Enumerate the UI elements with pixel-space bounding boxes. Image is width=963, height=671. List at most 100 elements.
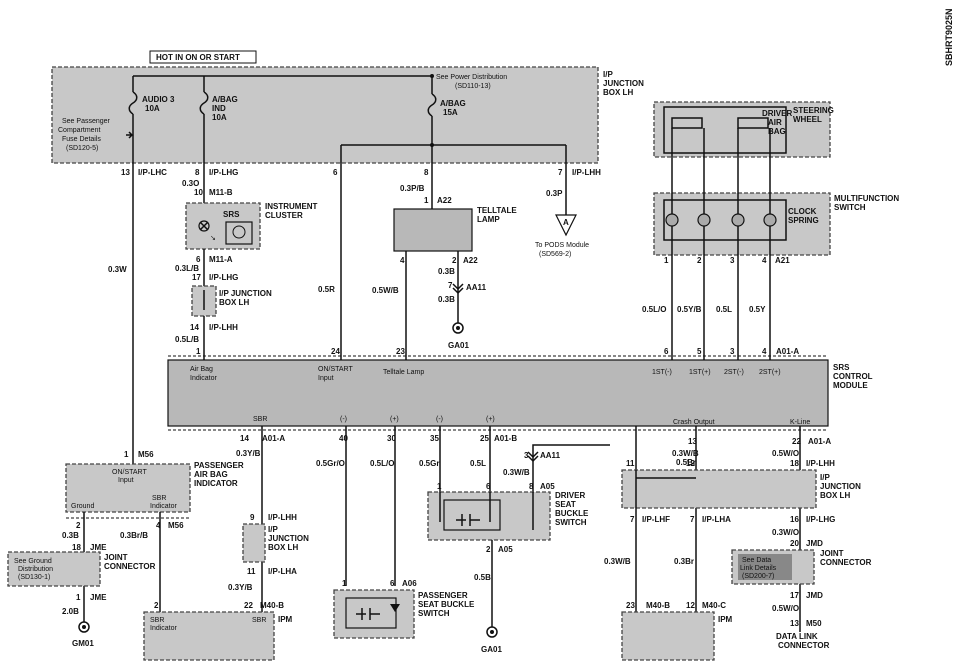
pabi-line3: INDICATOR xyxy=(194,479,238,488)
conn-a22: A22 xyxy=(437,196,452,205)
srs-airbag-ind: Air Bag xyxy=(190,366,213,373)
bwire-05gr: 0.5Gr xyxy=(419,459,439,468)
dab-line2: AIR xyxy=(768,118,782,127)
ipjb-r-pin7b: 7 xyxy=(690,515,695,524)
lha11-pin: 11 xyxy=(247,567,256,576)
pabi-input: Input xyxy=(118,477,134,484)
srs-telltale: Telltale Lamp xyxy=(383,369,424,376)
srs-pin23: 23 xyxy=(396,347,405,356)
jme-pin1: 1 xyxy=(76,593,81,602)
jme-wire-03b: 0.3B xyxy=(62,531,79,540)
lhh9-pin: 9 xyxy=(250,513,255,522)
jc-ground1: See Ground xyxy=(14,558,52,565)
ipm-left-ind: Indicator xyxy=(150,625,178,632)
pin-13: 13 xyxy=(121,168,130,177)
ipjb-lhh-box xyxy=(242,523,266,563)
bpin-35: 35 xyxy=(430,434,439,443)
driver-line4: SWITCH xyxy=(555,518,587,527)
srs-onstart: ON/START xyxy=(318,366,353,373)
bpin-25: 25 xyxy=(480,434,489,443)
driver-conn-a05b: A05 xyxy=(498,545,513,554)
pin-1-a22: 1 xyxy=(424,196,429,205)
driver-aa11: AA11 xyxy=(540,451,561,460)
pin-10: 10 xyxy=(194,188,203,197)
driver-line1: DRIVER xyxy=(555,491,585,500)
ground-ga01-top: GA01 xyxy=(448,341,469,350)
ipm-r-label: IPM xyxy=(718,615,733,624)
fuse-audio-name: AUDIO 3 xyxy=(142,95,175,104)
jme-pin18: 18 xyxy=(72,543,81,552)
conn-iplhh-top: I/P-LHH xyxy=(572,168,601,177)
bwire-05l: 0.5L xyxy=(470,459,486,468)
ipjb-r-pin18: 18 xyxy=(790,459,799,468)
instrument-cluster-line1: INSTRUMENT xyxy=(265,202,318,211)
lhh9-wire: 0.3Y/B xyxy=(228,583,253,592)
ipjb-r-lha: I/P-LHA xyxy=(702,515,731,524)
srs-1st-minus: 1ST(-) xyxy=(652,369,672,376)
clock-pin2: 2 xyxy=(697,256,702,265)
dab-line1: DRIVER xyxy=(762,109,792,118)
telltale-lamp-box xyxy=(393,208,473,252)
hot-label: HOT IN ON OR START xyxy=(156,53,240,62)
srs-line2: CONTROL xyxy=(833,372,873,381)
pabi-ground: Ground xyxy=(71,503,94,510)
clock-wire1: 0.5L/O xyxy=(642,305,666,314)
ipjb-r-line2: JUNCTION xyxy=(820,482,861,491)
ipm-r-pin12: 12 xyxy=(686,601,695,610)
pass-line2: SEAT BUCKLE xyxy=(418,600,475,609)
power-dist-line2: (SD110-13) xyxy=(455,83,491,90)
ipjb-top-line1: I/P xyxy=(603,70,613,79)
ipjb-r-lhf: I/P-LHF xyxy=(642,515,670,524)
cluster-lamp-arrow: ↘ xyxy=(210,235,216,242)
fuse-abag-rating: 15A xyxy=(443,108,458,117)
pabi-pin2: 2 xyxy=(76,521,81,530)
jmd-wire-05wo: 0.5W/O xyxy=(772,604,799,613)
jmd-line2: CONNECTOR xyxy=(820,558,872,567)
bconn-a01a: A01-A xyxy=(262,434,285,443)
instrument-cluster-box xyxy=(185,202,261,250)
jmd-pin20: 20 xyxy=(790,539,799,548)
pass-line1: PASSENGER xyxy=(418,591,468,600)
pin-17: 17 xyxy=(192,273,201,282)
ipm-left-conn: M40-B xyxy=(260,601,284,610)
ipjb-r-line3: BOX LH xyxy=(820,491,850,500)
pass-pin1: 1 xyxy=(342,579,347,588)
lhh9-conn: I/P-LHH xyxy=(268,513,297,522)
bpin-30: 30 xyxy=(387,434,396,443)
instrument-cluster-line2: CLUSTER xyxy=(265,211,303,220)
bconn-a01a-r: A01-A xyxy=(808,437,831,446)
dlc-line2: CONNECTOR xyxy=(778,641,830,650)
pin-7-top: 7 xyxy=(558,168,563,177)
srs-neg2: (-) xyxy=(436,416,443,423)
driver-aa11-pin: 3 xyxy=(524,451,529,460)
steering-line1: STEERING xyxy=(793,106,834,115)
pin-14: 14 xyxy=(190,323,199,332)
clock-pin4: 4 xyxy=(762,256,767,265)
conn-aa11: AA11 xyxy=(466,283,487,292)
clock-spring-wires xyxy=(665,128,777,360)
pabi-pin4: 4 xyxy=(156,521,161,530)
pass-pin6: 6 xyxy=(390,579,395,588)
ipm-left-box xyxy=(143,611,275,661)
wire-03lb-top: 0.3L/B xyxy=(175,264,199,273)
conn-iplhc: I/P-LHC xyxy=(138,168,167,177)
pin-1-airbag: 1 xyxy=(196,347,201,356)
bwire-05gro: 0.5Gr/O xyxy=(316,459,345,468)
pin-6-m11a: 6 xyxy=(196,255,201,264)
ipjb-mid-line1: I/P JUNCTION xyxy=(219,289,272,298)
bwire-05lo: 0.5L/O xyxy=(370,459,394,468)
bwire-05br: 0.5Br xyxy=(676,458,696,467)
srs-2st-plus: 2ST(+) xyxy=(759,369,781,376)
ground-gm01: GM01 xyxy=(72,639,94,648)
bpin-22: 22 xyxy=(792,437,801,446)
clock-wire2: 0.5Y/B xyxy=(677,305,702,314)
wire-05lb: 0.5L/B xyxy=(175,335,199,344)
srs-sbr: SBR xyxy=(253,416,267,423)
wire-03b-b: 0.3B xyxy=(438,295,455,304)
jme-conn2: JME xyxy=(90,593,107,602)
pabi-line2: AIR BAG xyxy=(194,470,228,479)
bwire-03wb: 0.3W/B xyxy=(672,449,699,458)
driver-line3: BUCKLE xyxy=(555,509,589,518)
driver-buckle-box xyxy=(427,491,551,541)
jc-ground2: Distribution xyxy=(18,566,53,573)
